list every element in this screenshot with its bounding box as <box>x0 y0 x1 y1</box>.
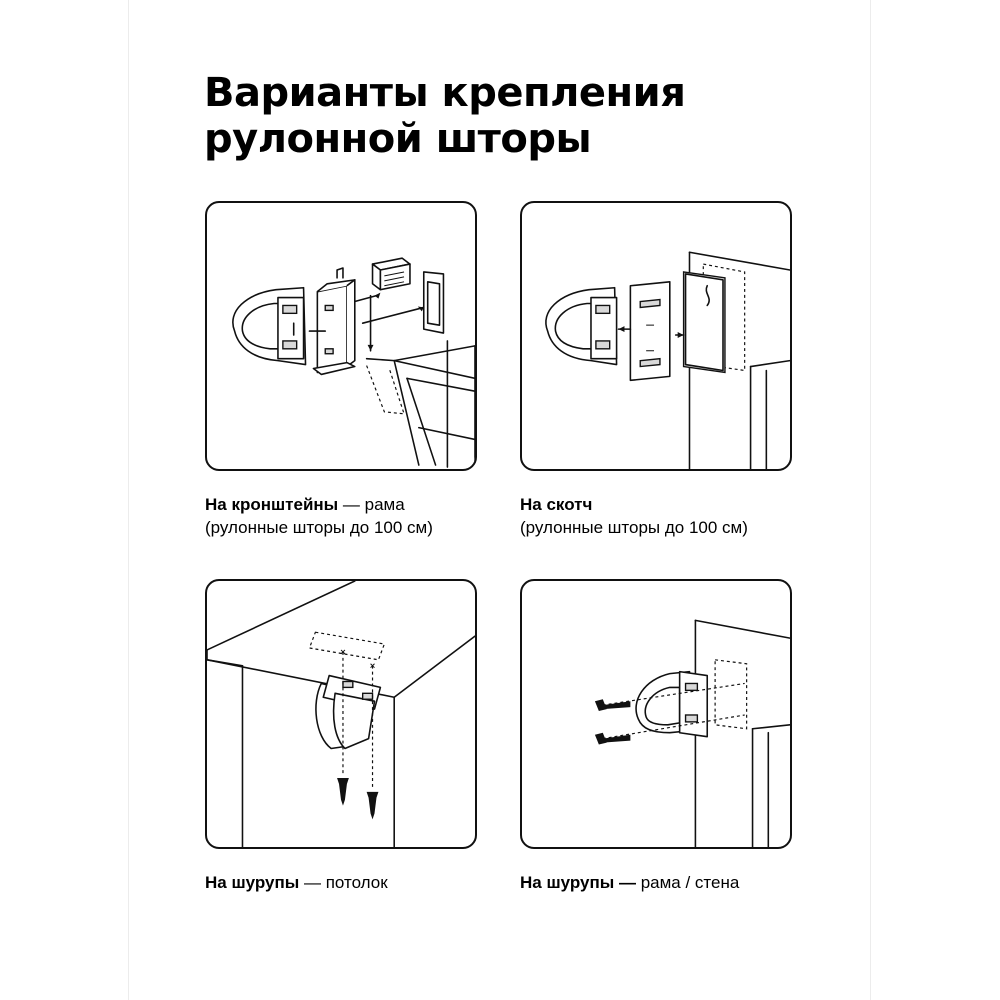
arrows-drawing <box>308 292 425 352</box>
ceiling-drawing <box>207 581 475 847</box>
caption-line-1: На скотч <box>520 493 820 516</box>
caption-rest: — потолок <box>299 873 388 892</box>
caption-tape: На скотч (рулонные шторы до 100 см) <box>520 493 820 539</box>
bracket-drawing <box>312 267 356 376</box>
caption-rest: — рама <box>338 495 405 514</box>
caption-line-1: На шурупы — потолок <box>205 871 505 894</box>
roller-mechanism-drawing <box>232 286 307 366</box>
caption-screws-wall: На шурупы — рама / стена <box>520 871 820 894</box>
caption-bold: На шурупы — <box>520 873 636 892</box>
caption-line-1: На шурупы — рама / стена <box>520 871 820 894</box>
bracket-wall-drawing <box>635 670 709 738</box>
page-title: Варианты крепления рулонной шторы <box>204 70 824 162</box>
tape-illustration <box>545 251 790 469</box>
mechanism-drawing <box>545 286 618 366</box>
caption-bold: На кронштейны <box>205 495 339 514</box>
screws-wall-illustration <box>594 619 790 847</box>
caption-rest: рама / стена <box>635 873 740 892</box>
adhesive-tape-drawing <box>682 271 726 374</box>
panel-screws-ceiling <box>205 579 477 849</box>
bracket-plate-drawing <box>629 281 671 382</box>
clip-drawing <box>371 257 411 291</box>
caption-bracket-frame: На кронштейны — рама (рулонные шторы до … <box>205 493 505 539</box>
panel-screws-wall <box>520 579 792 849</box>
arrows-drawing-2 <box>617 326 685 338</box>
screws-wall-drawing <box>594 682 745 745</box>
screws-drawing <box>337 649 379 820</box>
title-line-2: рулонной шторы <box>204 116 592 162</box>
bracket-frame-illustration <box>232 257 475 468</box>
wall-drawing <box>694 619 790 847</box>
title-line-1: Варианты крепления <box>204 70 686 116</box>
caption-line-1: На кронштейны — рама <box>205 493 505 516</box>
caption-bold: На скотч <box>520 495 593 514</box>
caption-bold: На шурупы <box>205 873 300 892</box>
window-frame-drawing <box>365 340 475 468</box>
caption-line-2: (рулонные шторы до 100 см) <box>205 518 433 537</box>
page-edge-right <box>870 0 871 1000</box>
screws-ceiling-illustration <box>207 581 475 847</box>
tape-pad-drawing <box>422 271 445 334</box>
mechanism-ceiling-drawing <box>315 674 382 750</box>
page-edge-left <box>128 0 129 1000</box>
panel-bracket-frame <box>205 201 477 471</box>
caption-screws-ceiling: На шурупы — потолок <box>205 871 505 894</box>
panel-tape <box>520 201 792 471</box>
caption-line-2: (рулонные шторы до 100 см) <box>520 518 748 537</box>
